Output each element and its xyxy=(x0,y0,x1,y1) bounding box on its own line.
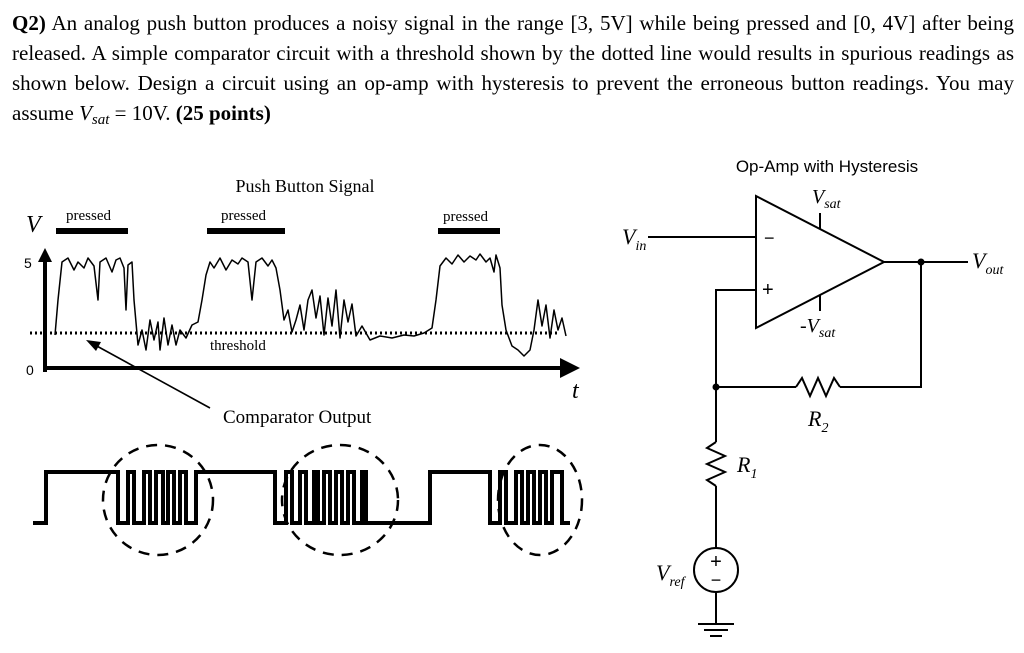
vsat-pos-label: Vsat xyxy=(812,186,842,212)
feedback-wire xyxy=(840,262,922,388)
r2-resistor xyxy=(795,375,841,399)
pressed-label-3: pressed xyxy=(443,209,488,225)
question-points: (25 points) xyxy=(175,101,271,125)
y-tick-5: 5 xyxy=(24,255,32,271)
question-text: Q2) An analog push button produces a noi… xyxy=(12,8,1014,128)
glitch-circle-1 xyxy=(101,443,215,557)
x-axis-arrow xyxy=(560,358,580,378)
question-number: Q2) xyxy=(12,11,46,35)
noisy-signal xyxy=(54,253,567,357)
comparator-output-wave xyxy=(33,470,570,525)
signal-plot: Push Button Signal V 5 0 t pressed press… xyxy=(24,176,584,557)
r2-label: R2 xyxy=(807,406,828,436)
vref-plus-sign: + xyxy=(710,551,722,573)
question-body-1: An analog push button produces a noisy s… xyxy=(12,11,1014,125)
circuit-title: Op-Amp with Hysteresis xyxy=(736,157,918,176)
ground-icon xyxy=(698,623,734,637)
vref-label: Vref xyxy=(656,560,687,590)
pressed-label-1: pressed xyxy=(66,208,111,224)
feedback-node xyxy=(712,383,720,391)
signal-plot-title: Push Button Signal xyxy=(235,176,374,196)
r1-resistor xyxy=(704,441,728,487)
inverting-sign: − xyxy=(764,228,775,248)
noninverting-sign: + xyxy=(762,279,774,301)
comparator-arrow-head xyxy=(86,340,101,351)
vout-label: Vout xyxy=(972,248,1004,278)
x-axis-label: t xyxy=(572,378,580,404)
vin-label: Vin xyxy=(622,224,646,254)
opamp-circuit: Op-Amp with Hysteresis − + Vsat -Vsat Vi… xyxy=(622,157,1004,637)
y-tick-0: 0 xyxy=(26,362,34,378)
vsat-symbol: V xyxy=(79,101,92,125)
y-axis-arrow xyxy=(38,248,52,262)
y-axis-label: V xyxy=(26,212,43,238)
vref-minus-sign: − xyxy=(711,570,722,590)
comparator-label: Comparator Output xyxy=(223,407,372,428)
glitch-circle-3 xyxy=(496,443,584,557)
question-body-2: = 10V. xyxy=(109,101,176,125)
threshold-label: threshold xyxy=(210,338,266,354)
noninverting-wire xyxy=(715,289,756,442)
pressed-label-2: pressed xyxy=(221,208,266,224)
r1-label: R1 xyxy=(736,452,757,482)
glitch-circle-2 xyxy=(280,443,400,557)
vsat-subscript: sat xyxy=(91,112,110,128)
comparator-arrow-line xyxy=(94,344,211,409)
vsat-neg-label: -Vsat xyxy=(800,315,836,341)
